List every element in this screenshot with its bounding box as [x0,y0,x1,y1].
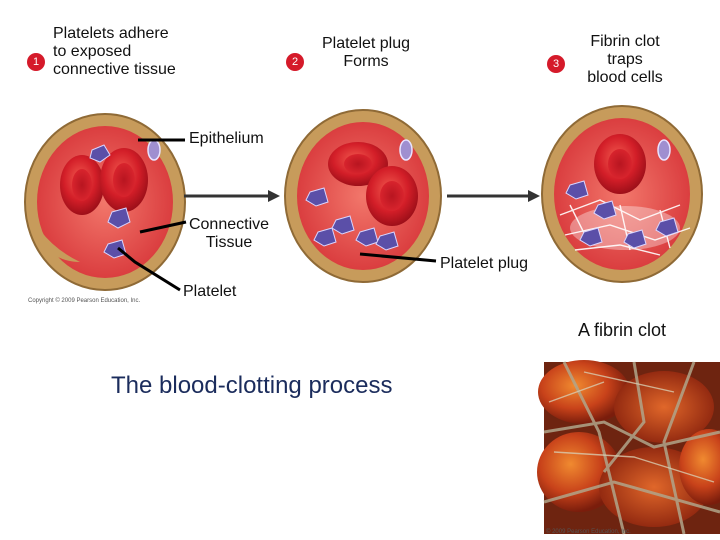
page-title: The blood-clotting process [111,372,393,399]
vessel-3 [541,105,703,283]
platelet [593,200,617,220]
step-1-text: Platelets adhere to exposed connective t… [53,25,223,79]
platelet-leader [117,246,181,292]
endothelial-cell [147,139,161,161]
photo-credit: © 2009 Pearson Education, Inc. [546,529,631,535]
connective-tissue-line-1: Connective [188,216,270,233]
endothelial-cell [657,139,671,161]
platelet [375,231,399,251]
step-2-text: Platelet plug Forms [306,35,426,71]
step-3-line-2: traps [607,51,643,68]
red-blood-cell-center [344,154,372,174]
arrow-2-head [528,190,540,202]
step-2-line-1: Platelet plug [321,35,411,52]
vessel-1-wound [40,230,80,262]
photo-fibrin-strands [543,361,720,535]
fibrin-clot-photo [537,360,720,535]
red-blood-cell-center [113,163,135,197]
platelet-plug-leader [359,252,437,263]
platelet [355,227,379,247]
platelet [89,144,111,163]
step-1-badge: 1 [27,53,45,71]
epithelium-label: Epithelium [189,130,264,147]
endothelial-cell [399,139,413,161]
photo-fibrin-strands-fine [548,371,715,483]
step-3-line-3: blood cells [587,69,663,86]
platelet [655,217,679,237]
photo-cell [679,429,720,505]
step-1-line-3: connective tissue [53,61,176,78]
platelet [313,227,337,247]
platelet [107,207,131,229]
connective-tissue-leader [139,220,187,234]
platelet [103,239,127,259]
red-blood-cell-center [380,181,404,211]
arrow-1-head [268,190,280,202]
red-blood-cell-center [72,169,92,201]
arrow-1 [184,190,280,202]
photo-cell [538,360,630,424]
photo-caption: A fibrin clot [578,320,667,340]
step-2-badge: 2 [286,53,304,71]
step-2-line-2: Forms [343,53,389,70]
platelet [579,227,603,247]
platelet-label: Platelet [183,283,237,300]
platelet-plug-label: Platelet plug [440,255,529,272]
platelet [331,215,355,235]
connective-tissue-line-2: Tissue [205,234,253,251]
step-3-line-1: Fibrin clot [590,33,660,50]
step-1-line-2: to exposed [53,43,132,60]
platelet [565,180,589,200]
vessel-1 [24,113,186,291]
red-blood-cell-center [608,149,632,179]
step-3-badge: 3 [547,55,565,73]
vessel-2 [284,109,442,283]
step-1-line-1: Platelets adhere [53,25,169,42]
copyright-text: Copyright © 2009 Pearson Education, Inc. [28,298,141,304]
arrow-2 [447,190,540,202]
connective-tissue-label: Connective Tissue [183,216,275,252]
platelet [623,229,647,249]
step-3-text: Fibrin clot traps blood cells [570,33,680,87]
platelet [305,187,329,207]
clotting-diagram [24,105,703,292]
